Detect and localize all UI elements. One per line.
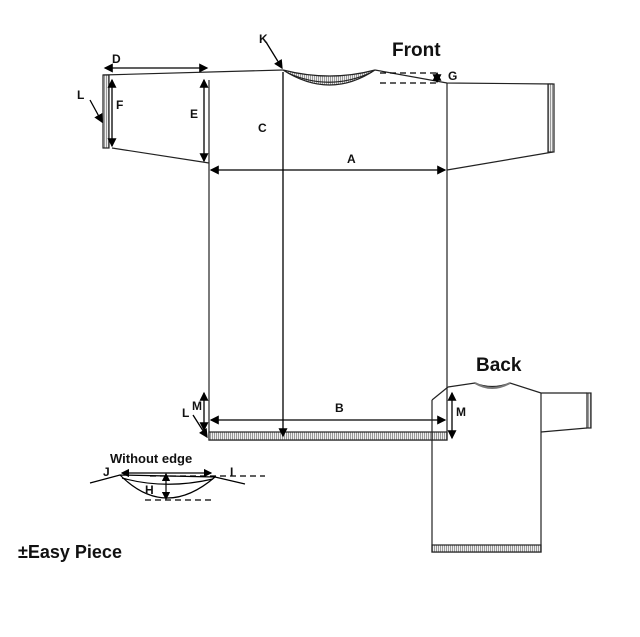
label-m-right: M	[456, 405, 466, 419]
back-shirt	[431, 382, 592, 553]
hem-band	[208, 431, 448, 441]
front-title: Front	[392, 40, 441, 61]
label-j: J	[103, 465, 110, 479]
without-edge-title: Without edge	[110, 451, 193, 466]
front-shirt	[102, 69, 555, 441]
brand-logo: ±Easy Piece	[18, 542, 122, 562]
label-k: K	[259, 32, 268, 46]
label-g: G	[448, 69, 458, 83]
label-b: B	[335, 401, 344, 415]
label-c: C	[258, 121, 267, 135]
label-f: F	[116, 98, 124, 112]
label-m-left: M	[192, 399, 202, 413]
label-d: D	[112, 52, 121, 66]
left-cuff	[102, 74, 110, 149]
neck-detail-diagram	[89, 468, 265, 501]
label-e: E	[190, 107, 199, 121]
back-title: Back	[476, 355, 522, 376]
label-h: H	[145, 483, 154, 497]
label-l-sleeve: L	[77, 88, 85, 102]
label-i: I	[230, 465, 234, 479]
label-l-hem: L	[182, 406, 190, 420]
neck-rib	[282, 69, 376, 86]
dimension-lines	[89, 41, 457, 440]
label-a: A	[347, 152, 356, 166]
right-cuff	[547, 83, 555, 153]
